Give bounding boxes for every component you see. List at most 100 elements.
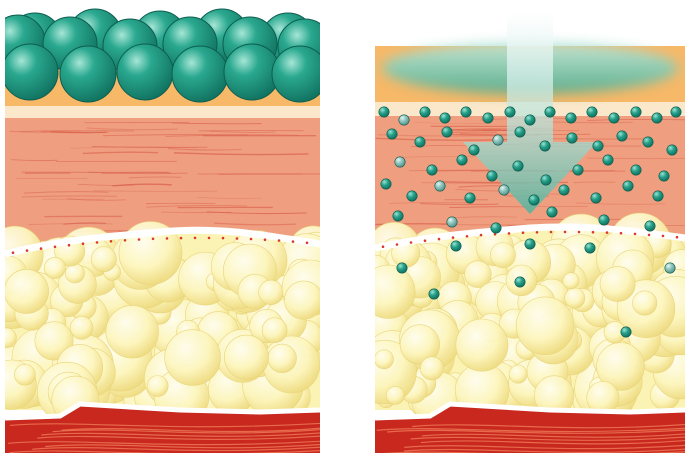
small-particle	[493, 135, 503, 145]
membrane-dot	[438, 238, 441, 241]
small-particle	[395, 157, 405, 167]
fat-cell	[0, 328, 16, 348]
small-particle	[440, 113, 450, 123]
membrane-dot	[264, 238, 267, 241]
membrane-dot	[82, 242, 85, 245]
membrane-dot	[676, 236, 679, 239]
fat-cell	[633, 291, 657, 315]
membrane-dot	[292, 240, 295, 243]
membrane-dot	[466, 235, 469, 238]
small-particle	[621, 327, 631, 337]
small-particle	[567, 133, 577, 143]
fat-cell	[91, 247, 116, 272]
membrane-dot	[166, 237, 169, 240]
membrane-dot	[634, 233, 637, 236]
small-particle	[435, 181, 445, 191]
small-particle	[541, 175, 551, 185]
small-particle	[513, 161, 523, 171]
membrane-dot	[96, 241, 99, 244]
small-particle	[415, 137, 425, 147]
small-particle	[525, 115, 535, 125]
fat-cell	[147, 376, 168, 397]
fat-cell	[509, 365, 527, 383]
fat-cell	[259, 280, 284, 305]
fat-cell	[490, 243, 515, 268]
fat-cell	[600, 266, 635, 301]
membrane-dot	[522, 231, 525, 234]
small-particle	[593, 141, 603, 151]
fat-cell	[516, 297, 574, 355]
membrane-dot	[410, 241, 413, 244]
fat-cell	[456, 319, 508, 371]
small-particle	[397, 263, 407, 273]
membrane-dot	[236, 237, 239, 240]
fat-cell	[165, 330, 221, 386]
small-particle	[420, 107, 430, 117]
fat-cell	[14, 364, 35, 385]
small-particle	[465, 193, 475, 203]
fat-cell	[386, 386, 404, 404]
surface-cream-line	[5, 106, 320, 118]
membrane-dot	[40, 247, 43, 250]
small-particle	[515, 127, 525, 137]
membrane-dot	[124, 239, 127, 242]
fat-cell	[224, 335, 268, 379]
small-particle	[387, 129, 397, 139]
fat-cells	[0, 222, 338, 431]
small-particle	[667, 145, 677, 155]
membrane-dot	[508, 232, 511, 235]
small-particle	[653, 191, 663, 201]
small-particle	[603, 155, 613, 165]
small-particle	[407, 191, 417, 201]
small-particle	[591, 193, 601, 203]
small-particle	[379, 107, 389, 117]
small-particle	[457, 155, 467, 165]
small-particle	[442, 127, 452, 137]
fat-cell	[4, 269, 48, 313]
small-particle	[540, 141, 550, 151]
membrane-dot	[54, 246, 57, 249]
fat-cell	[65, 264, 84, 283]
membrane-dot	[250, 238, 253, 241]
small-particle	[525, 239, 535, 249]
membrane-dot	[68, 244, 71, 247]
small-particle	[587, 107, 597, 117]
fat-cell	[420, 357, 443, 380]
membrane-dot	[424, 239, 427, 242]
small-particle	[599, 215, 609, 225]
fat-cell	[375, 350, 394, 369]
membrane-dot	[452, 236, 455, 239]
large-sphere	[2, 44, 58, 100]
large-sphere	[272, 46, 328, 102]
large-sphere	[172, 46, 228, 102]
membrane-dot	[138, 238, 141, 241]
small-particle	[617, 131, 627, 141]
membrane-dot	[578, 231, 581, 234]
membrane-dot	[592, 231, 595, 234]
fat-cell	[70, 317, 93, 340]
small-particle	[499, 185, 509, 195]
small-particle	[652, 113, 662, 123]
membrane-dot	[536, 231, 539, 234]
membrane-dot	[222, 237, 225, 240]
small-particle	[429, 289, 439, 299]
small-particle	[566, 113, 576, 123]
small-particle	[381, 179, 391, 189]
membrane-dot	[12, 251, 15, 254]
fat-cell	[285, 281, 323, 319]
small-particle	[631, 107, 641, 117]
small-particle	[559, 185, 569, 195]
small-particle	[529, 195, 539, 205]
right-panel	[353, 12, 685, 453]
small-particle	[585, 243, 595, 253]
membrane-dot	[382, 245, 385, 248]
small-particle	[491, 223, 501, 233]
small-particle	[547, 207, 557, 217]
small-particle	[643, 137, 653, 147]
small-particle	[483, 113, 493, 123]
small-particle	[393, 211, 403, 221]
fat-cell	[106, 306, 159, 359]
small-particle	[609, 113, 619, 123]
fat-cell	[362, 265, 415, 318]
large-sphere	[60, 46, 116, 102]
